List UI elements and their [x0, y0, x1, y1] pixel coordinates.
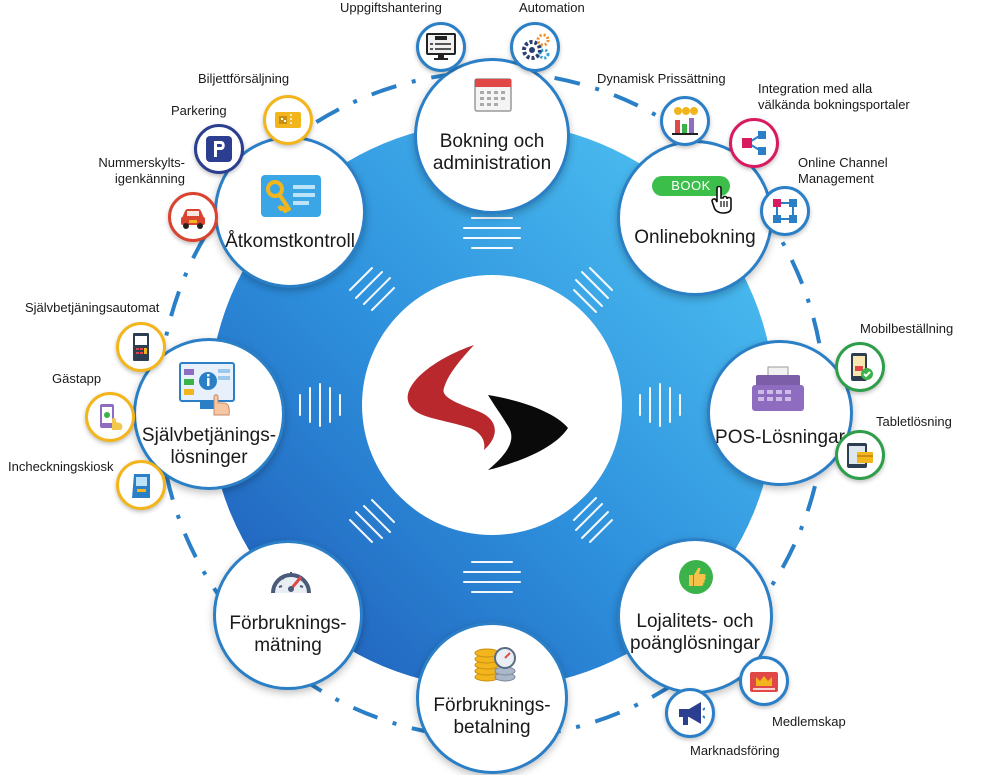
hub-access-label: Åtkomstkontroll [225, 231, 355, 252]
satellite-checkin[interactable] [116, 460, 166, 510]
hub-loyalty-label-2: poänglösningar [630, 633, 760, 654]
satellite-mobile[interactable] [835, 342, 885, 392]
calendar-icon [474, 78, 512, 112]
mobile-order-icon [851, 353, 873, 381]
cash-register-icon [752, 366, 804, 411]
share-nodes-icon [742, 131, 766, 155]
satellite-tablet[interactable] [835, 430, 885, 480]
label-ticket: Biljettförsäljning [198, 71, 290, 86]
hub-loyalty-label-1: Lojalitets- och [636, 611, 754, 632]
hub-payment-label-2: betalning [453, 717, 531, 738]
network-icon [773, 199, 797, 223]
crown-card-icon [750, 672, 778, 692]
hub-metering-label-1: Förbruknings- [229, 613, 347, 634]
label-mobile: Mobilbeställning [860, 321, 954, 336]
hub-booking-label-1: Bokning och [439, 131, 545, 152]
price-bars-icon [672, 107, 698, 135]
label-channel-2: Management [798, 171, 874, 186]
label-pricing: Dynamisk Prissättning [597, 71, 726, 86]
label-tablet: Tabletlösning [876, 414, 952, 429]
ticket-icon [275, 112, 301, 128]
car-icon [181, 209, 205, 229]
checkin-kiosk-icon [132, 474, 150, 498]
gauge-icon [271, 572, 311, 594]
book-button[interactable]: BOOK [652, 176, 730, 196]
label-checkin: Incheckningskiosk [8, 459, 114, 474]
label-integration-2: välkända bokningsportaler [758, 97, 910, 112]
logo [407, 345, 568, 470]
hub-selfservice-label-1: Självbetjänings- [141, 425, 277, 446]
label-marketing: Marknadsföring [690, 743, 780, 758]
hub-metering-label-2: mätning [254, 635, 322, 656]
task-monitor-icon [426, 33, 456, 60]
stripe-decorations [299, 217, 681, 593]
label-automat: Självbetjäningsautomat [25, 300, 160, 315]
tablet-card-icon [847, 443, 873, 468]
parking-icon [206, 136, 232, 162]
hub-payment-label-1: Förbruknings- [433, 695, 551, 716]
satellite-plate[interactable] [168, 192, 218, 242]
satellite-guestapp[interactable] [85, 392, 135, 442]
label-task: Uppgiftshantering [340, 0, 442, 15]
kiosk-machine-icon [133, 333, 149, 361]
coins-gauge-icon [474, 647, 516, 682]
hub-pos-label: POS-Lösningar [715, 427, 845, 448]
hub-booking[interactable]: Bokning och administration [414, 58, 570, 214]
info-screen-icon [179, 362, 235, 416]
hub-selfservice-label-2: lösninger [170, 447, 248, 468]
satellite-ticket[interactable] [263, 95, 313, 145]
key-card-icon [261, 175, 321, 217]
phone-hand-icon [100, 404, 123, 430]
label-plate-1: Nummerskylts- [98, 155, 185, 170]
hub-online-label: Onlinebokning [634, 227, 756, 248]
label-integration-1: Integration med alla [758, 81, 873, 96]
hub-metering[interactable]: Förbruknings- mätning [213, 540, 363, 690]
satellite-marketing[interactable] [665, 688, 715, 738]
label-automation: Automation [519, 0, 585, 15]
satellite-membership[interactable] [739, 656, 789, 706]
center-disc [362, 275, 622, 535]
hub-pos[interactable]: POS-Lösningar [707, 340, 853, 486]
hand-pointer-icon [711, 186, 732, 214]
satellite-pricing[interactable] [660, 96, 710, 146]
label-channel-1: Online Channel [798, 155, 888, 170]
label-membership: Medlemskap [772, 714, 846, 729]
thumbs-up-icon [679, 560, 713, 594]
gears-icon [522, 33, 550, 60]
satellite-integration[interactable] [729, 118, 779, 168]
satellite-task[interactable] [416, 22, 466, 72]
satellite-automation[interactable] [510, 22, 560, 72]
hub-booking-label-2: administration [432, 153, 552, 174]
label-parking: Parkering [171, 103, 227, 118]
satellite-parking[interactable] [194, 124, 244, 174]
hub-payment[interactable]: Förbruknings- betalning [416, 622, 568, 774]
label-guestapp: Gästapp [52, 371, 102, 386]
label-plate-2: igenkänning [114, 171, 185, 186]
satellite-automat[interactable] [116, 322, 166, 372]
satellite-channel[interactable] [760, 186, 810, 236]
megaphone-icon [679, 702, 705, 725]
